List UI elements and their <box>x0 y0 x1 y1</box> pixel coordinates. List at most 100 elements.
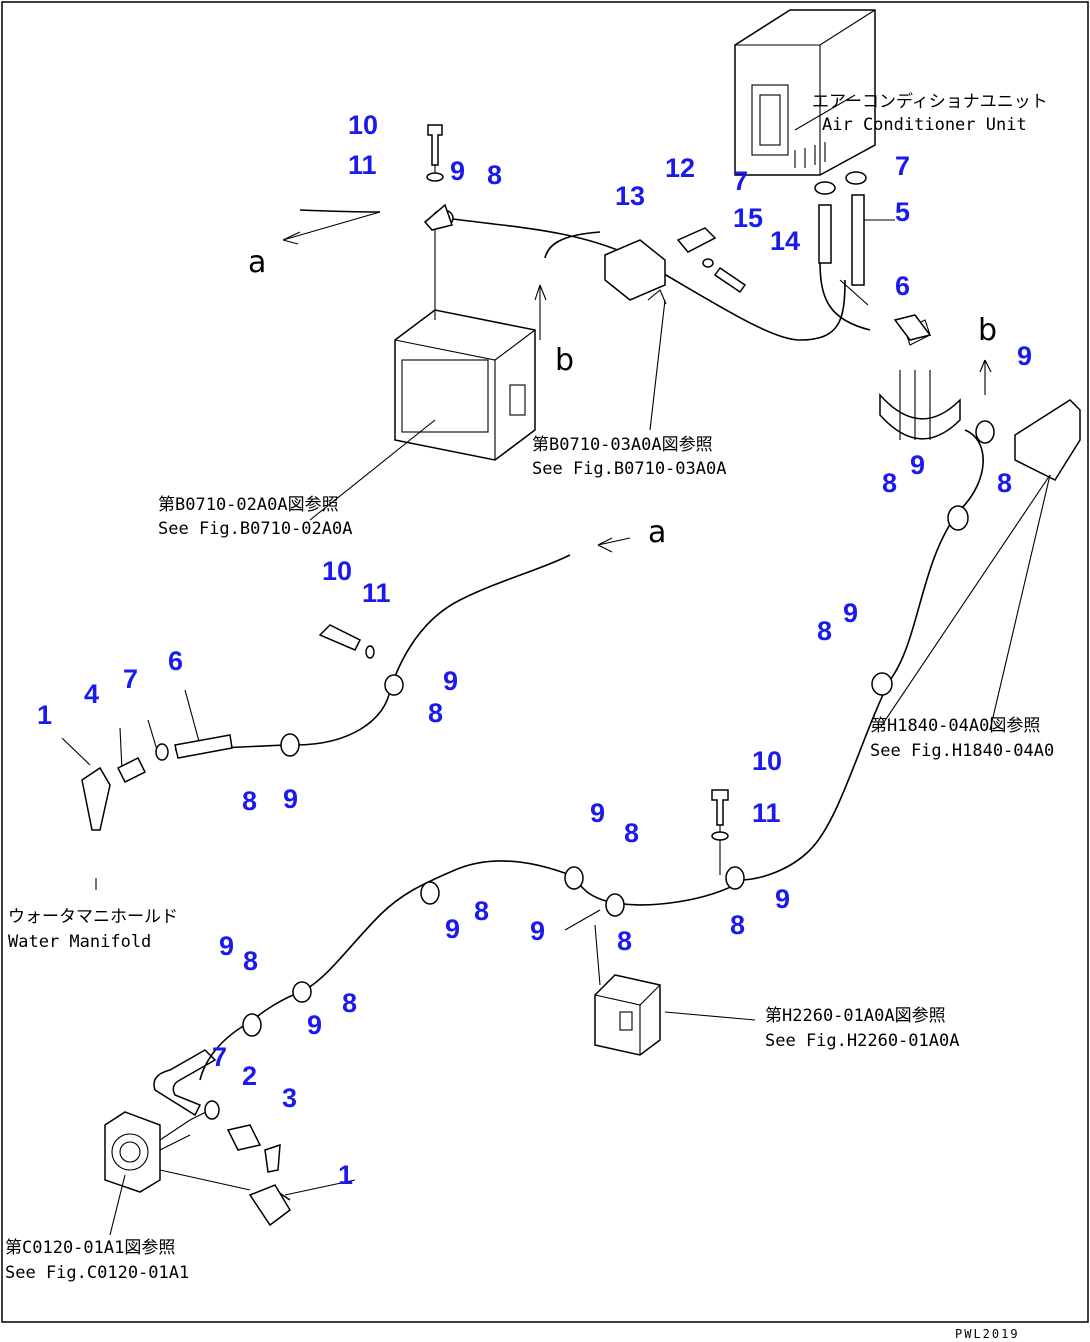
clamp <box>204 1100 220 1120</box>
part-number: 8 <box>882 468 897 498</box>
bolt <box>893 314 932 341</box>
part-number: 8 <box>624 818 639 848</box>
heater-box <box>394 309 536 461</box>
ref-letter-b: b <box>555 343 574 378</box>
hose-clamp <box>845 171 867 185</box>
part-number: 5 <box>895 197 910 227</box>
bolt <box>318 624 362 651</box>
part-number: 9 <box>283 784 298 814</box>
part-number: 10 <box>322 556 352 586</box>
washer <box>711 831 729 841</box>
part-number: 7 <box>123 664 138 694</box>
plate <box>676 227 717 253</box>
part-number: 12 <box>665 153 695 183</box>
mount-bracket-right <box>879 319 1081 481</box>
part-number: 8 <box>730 910 745 940</box>
note-ref4-jp: 第H2260-01A0A図参照 <box>765 1006 946 1026</box>
part-number: 3 <box>282 1083 297 1113</box>
part-number: 8 <box>617 926 632 956</box>
note-manifold-jp: ウォータマニホールド <box>8 907 178 927</box>
nipple <box>116 756 147 784</box>
note-manifold-en: Water Manifold <box>8 932 151 952</box>
washer <box>365 645 375 659</box>
part-number: 8 <box>342 988 357 1018</box>
part-number: 7 <box>895 151 910 181</box>
part-number: 10 <box>752 746 782 776</box>
flow-arrows <box>95 211 992 890</box>
hose-lines <box>174 209 984 1201</box>
part-number: 13 <box>615 181 645 211</box>
note-ref3-en: See Fig.H1840-04A0 <box>870 741 1054 761</box>
part-number: 1 <box>338 1160 353 1190</box>
part-number: 11 <box>362 578 391 608</box>
clip <box>384 674 404 696</box>
washer <box>426 172 444 182</box>
note-ref4-en: See Fig.H2260-01A0A <box>765 1031 959 1051</box>
part-number: 9 <box>445 914 460 944</box>
part-number: 8 <box>474 896 489 926</box>
part-number: 6 <box>895 271 910 301</box>
valve <box>248 1184 291 1227</box>
part-number: 8 <box>428 698 443 728</box>
part-number: 1 <box>37 700 52 730</box>
note-ref5-en: See Fig.C0120-01A1 <box>5 1263 189 1283</box>
part-number: 14 <box>770 226 800 256</box>
hose-clamp <box>814 181 836 195</box>
part-number: 11 <box>752 798 781 828</box>
valve <box>81 766 111 831</box>
part-number: 2 <box>242 1061 257 1091</box>
note-ref3-jp: 第H1840-04A0図参照 <box>870 716 1040 736</box>
part-number: 9 <box>219 931 234 961</box>
callout-notes: エアーコンディショナユニット Air Conditioner Unit 第B07… <box>5 91 1054 1283</box>
clip <box>292 981 312 1003</box>
clip <box>280 733 300 757</box>
part-number: 9 <box>843 598 858 628</box>
part-number: 10 <box>348 110 378 140</box>
bolt <box>711 789 729 826</box>
part-number: 9 <box>1017 341 1032 371</box>
part-number: 9 <box>307 1010 322 1040</box>
part-number: 8 <box>997 468 1012 498</box>
note-ref2-en: See Fig.B0710-02A0A <box>158 519 352 539</box>
part-number: 7 <box>733 166 748 196</box>
clip <box>242 1013 262 1037</box>
part-number: 8 <box>817 616 832 646</box>
note-ref1-en: See Fig.B0710-03A0A <box>532 459 726 479</box>
hose-end <box>174 734 233 759</box>
valve-block <box>594 974 661 1056</box>
elbow <box>264 1143 281 1173</box>
note-aircon-jp: エアーコンディショナユニット <box>812 91 1048 112</box>
clip <box>725 866 745 890</box>
part-number: 9 <box>443 666 458 696</box>
note-aircon-en: Air Conditioner Unit <box>822 115 1027 135</box>
part-number: 9 <box>530 916 545 946</box>
ref-letter-a: a <box>648 515 666 550</box>
nipple <box>226 1124 262 1151</box>
part-number: 15 <box>733 203 763 233</box>
part-number: 9 <box>910 450 925 480</box>
part-number: 6 <box>168 646 183 676</box>
note-ref2-jp: 第B0710-02A0A図参照 <box>158 495 339 515</box>
hose-end <box>818 204 832 264</box>
hose-end <box>851 194 865 286</box>
clip <box>420 881 440 905</box>
note-ref5-jp: 第C0120-01A1図参照 <box>5 1238 175 1258</box>
bolt <box>427 124 443 166</box>
note-ref1-jp: 第B0710-03A0A図参照 <box>532 435 713 455</box>
part-number: 4 <box>84 679 99 709</box>
clip <box>947 505 969 531</box>
clip <box>871 672 893 696</box>
part-number: 9 <box>590 798 605 828</box>
clip <box>423 203 453 231</box>
drawing-code: PWL2019 <box>955 1327 1020 1341</box>
clamp <box>155 743 169 761</box>
ref-letter-b: b <box>978 313 997 348</box>
hose-clips <box>81 124 995 1227</box>
clip <box>564 866 584 890</box>
ref-letter-a: a <box>248 245 266 280</box>
part-number: 8 <box>242 786 257 816</box>
part-number: 9 <box>450 156 465 186</box>
part-number: 8 <box>243 946 258 976</box>
